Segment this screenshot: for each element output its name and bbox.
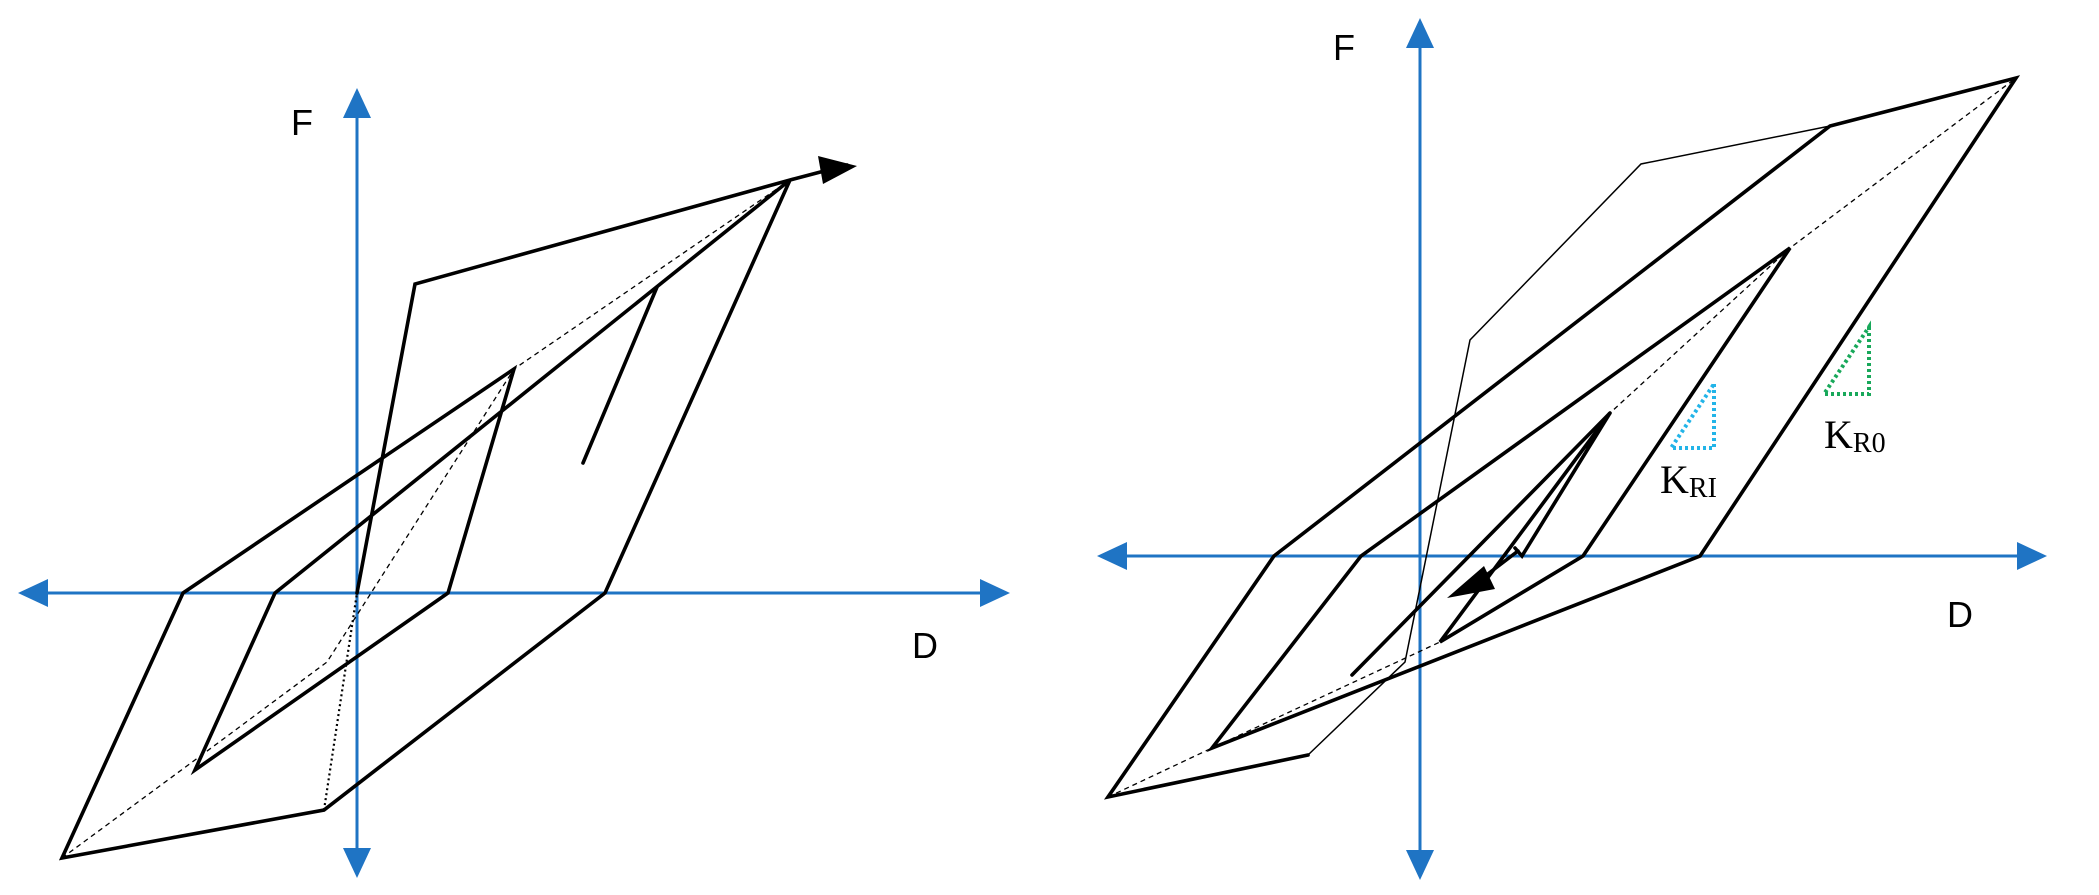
right-inner-return [1350,411,1612,677]
left-x-axis-arrow-left [18,579,48,607]
left-y-axis-arrow-up [343,88,371,118]
left-peak-oriented-line [61,179,791,859]
right-skeleton-curve [1307,125,1831,756]
left-y-axis [343,88,371,878]
right-x-axis-arrow-left [1097,542,1127,570]
right-y-axis-arrow-up [1406,18,1434,48]
left-y-axis-label: F [291,102,313,143]
kri-label: KRI [1660,457,1717,504]
left-y-axis-arrow-down [343,848,371,878]
right-y-axis [1406,18,1434,880]
right-y-axis-label: F [1333,27,1355,68]
kr0-triangle-icon [1820,320,1871,396]
left-loading-arrow [818,156,857,184]
left-x-axis-arrow-right [980,579,1010,607]
kr0-label: KR0 [1824,412,1886,459]
kri-triangle-icon [1667,377,1716,450]
left-panel: F D [18,88,1010,878]
right-unloading-arrow [1447,566,1495,598]
right-outer-loop [1103,75,2021,800]
right-x-axis-label: D [1947,594,1973,635]
right-panel: F D KRI KR0 [1097,18,2047,880]
left-x-axis-label: D [912,625,938,666]
left-x-axis [18,579,1010,607]
left-inner-segment [581,285,659,465]
right-x-axis [1097,542,2047,570]
left-dotted-line [322,592,359,811]
right-x-axis-arrow-right [2017,542,2047,570]
left-outer-loop [58,163,849,861]
right-y-axis-arrow-down [1406,850,1434,880]
